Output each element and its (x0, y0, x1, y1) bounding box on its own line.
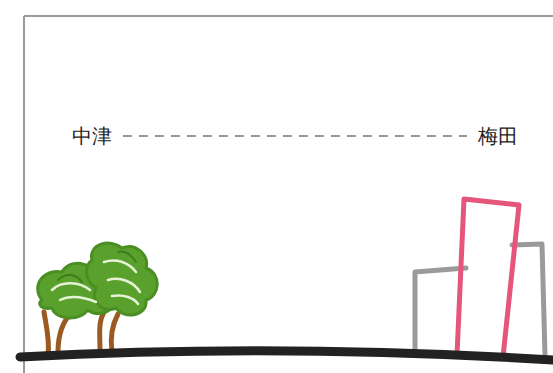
dashed-route (123, 135, 467, 137)
tree-highlight (52, 260, 140, 304)
buildings (415, 199, 545, 357)
tree (38, 243, 158, 355)
building-outline (512, 244, 545, 355)
station-label: 中津 (69, 122, 115, 150)
frame-top (24, 15, 553, 17)
tree-shade (58, 252, 136, 282)
station-label: 梅田 (475, 122, 521, 150)
station-name: 中津 (72, 124, 112, 148)
frame (24, 16, 553, 373)
frame-left (23, 16, 25, 373)
ground-line (20, 351, 553, 360)
station-name: 梅田 (478, 124, 518, 148)
tree-trunk (44, 312, 118, 355)
tower-outline (457, 199, 519, 357)
